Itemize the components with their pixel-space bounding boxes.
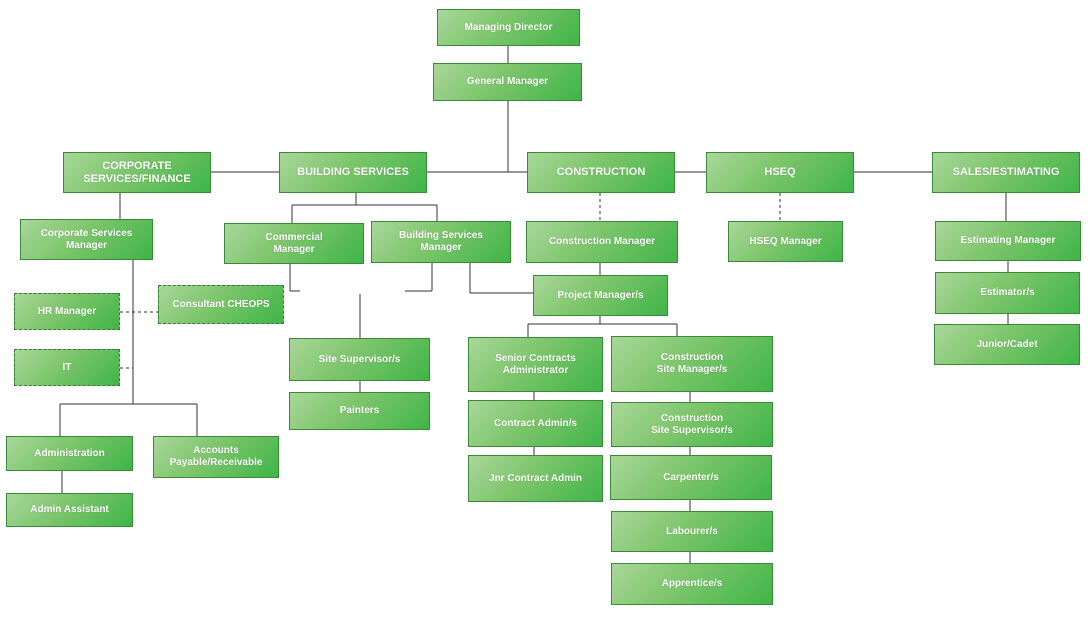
building-services-manager-box: Building Services Manager: [371, 221, 511, 263]
hseq-box: HSEQ: [706, 152, 854, 193]
hseq-manager-box: HSEQ Manager: [728, 221, 843, 262]
labourer-box: Labourer/s: [611, 511, 773, 552]
contract-admin-box: Contract Admin/s: [468, 400, 603, 447]
corporate-services-finance-box: CORPORATE SERVICES/FINANCE: [63, 152, 211, 193]
administration-box: Administration: [6, 436, 133, 471]
jnr-contract-admin-box: Jnr Contract Admin: [468, 455, 603, 502]
admin-assistant-box: Admin Assistant: [6, 493, 133, 527]
accounts-payable-receivable-box: Accounts Payable/Receivable: [153, 436, 279, 478]
apprentice-box: Apprentice/s: [611, 563, 773, 605]
building-services-box: BUILDING SERVICES: [279, 152, 427, 193]
consultant-cheops-box: Consultant CHEOPS: [158, 285, 284, 324]
painters-box: Painters: [289, 392, 430, 430]
construction-manager-box: Construction Manager: [526, 221, 678, 263]
commercial-manager-box: Commercial Manager: [224, 223, 364, 264]
junior-cadet-box: Junior/Cadet: [934, 324, 1080, 365]
it-box: IT: [14, 349, 120, 386]
sales-estimating-box: SALES/ESTIMATING: [932, 152, 1080, 193]
construction-box: CONSTRUCTION: [527, 152, 675, 193]
site-supervisor-box: Site Supervisor/s: [289, 338, 430, 381]
general-manager-box: General Manager: [433, 63, 582, 101]
construction-site-supervisor-box: Construction Site Supervisor/s: [611, 402, 773, 447]
estimating-manager-box: Estimating Manager: [935, 221, 1081, 261]
corporate-services-manager-box: Corporate Services Manager: [20, 219, 153, 260]
hr-manager-box: HR Manager: [14, 293, 120, 330]
construction-site-manager-box: Construction Site Manager/s: [611, 336, 773, 392]
carpenter-box: Carpenter/s: [610, 455, 772, 500]
managing-director-box: Managing Director: [437, 9, 580, 46]
senior-contracts-administrator-box: Senior Contracts Administrator: [468, 337, 603, 392]
project-manager-box: Project Manager/s: [533, 275, 668, 316]
estimator-box: Estimator/s: [935, 272, 1080, 314]
